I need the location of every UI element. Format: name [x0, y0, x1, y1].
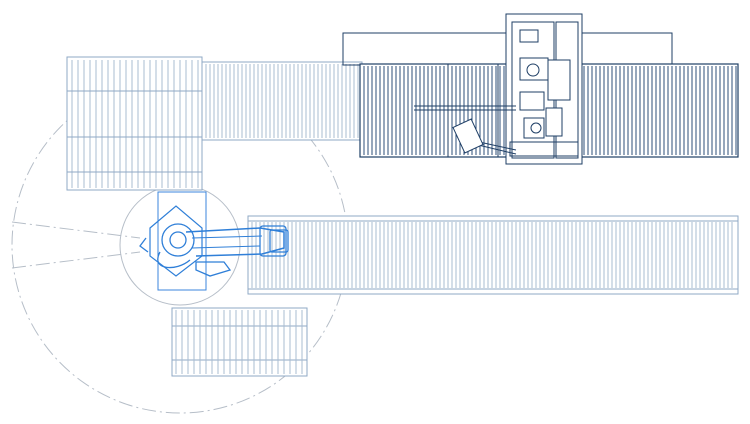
pallet-station-top-left [66, 56, 203, 191]
robot-arm [139, 191, 289, 291]
robot-inner-circle [119, 184, 241, 306]
outfeed-conveyor-lower [247, 215, 739, 295]
wrapper-machine [414, 13, 583, 165]
infeed-conveyor-upper [201, 61, 363, 141]
pallet-station-bottom [171, 307, 308, 377]
